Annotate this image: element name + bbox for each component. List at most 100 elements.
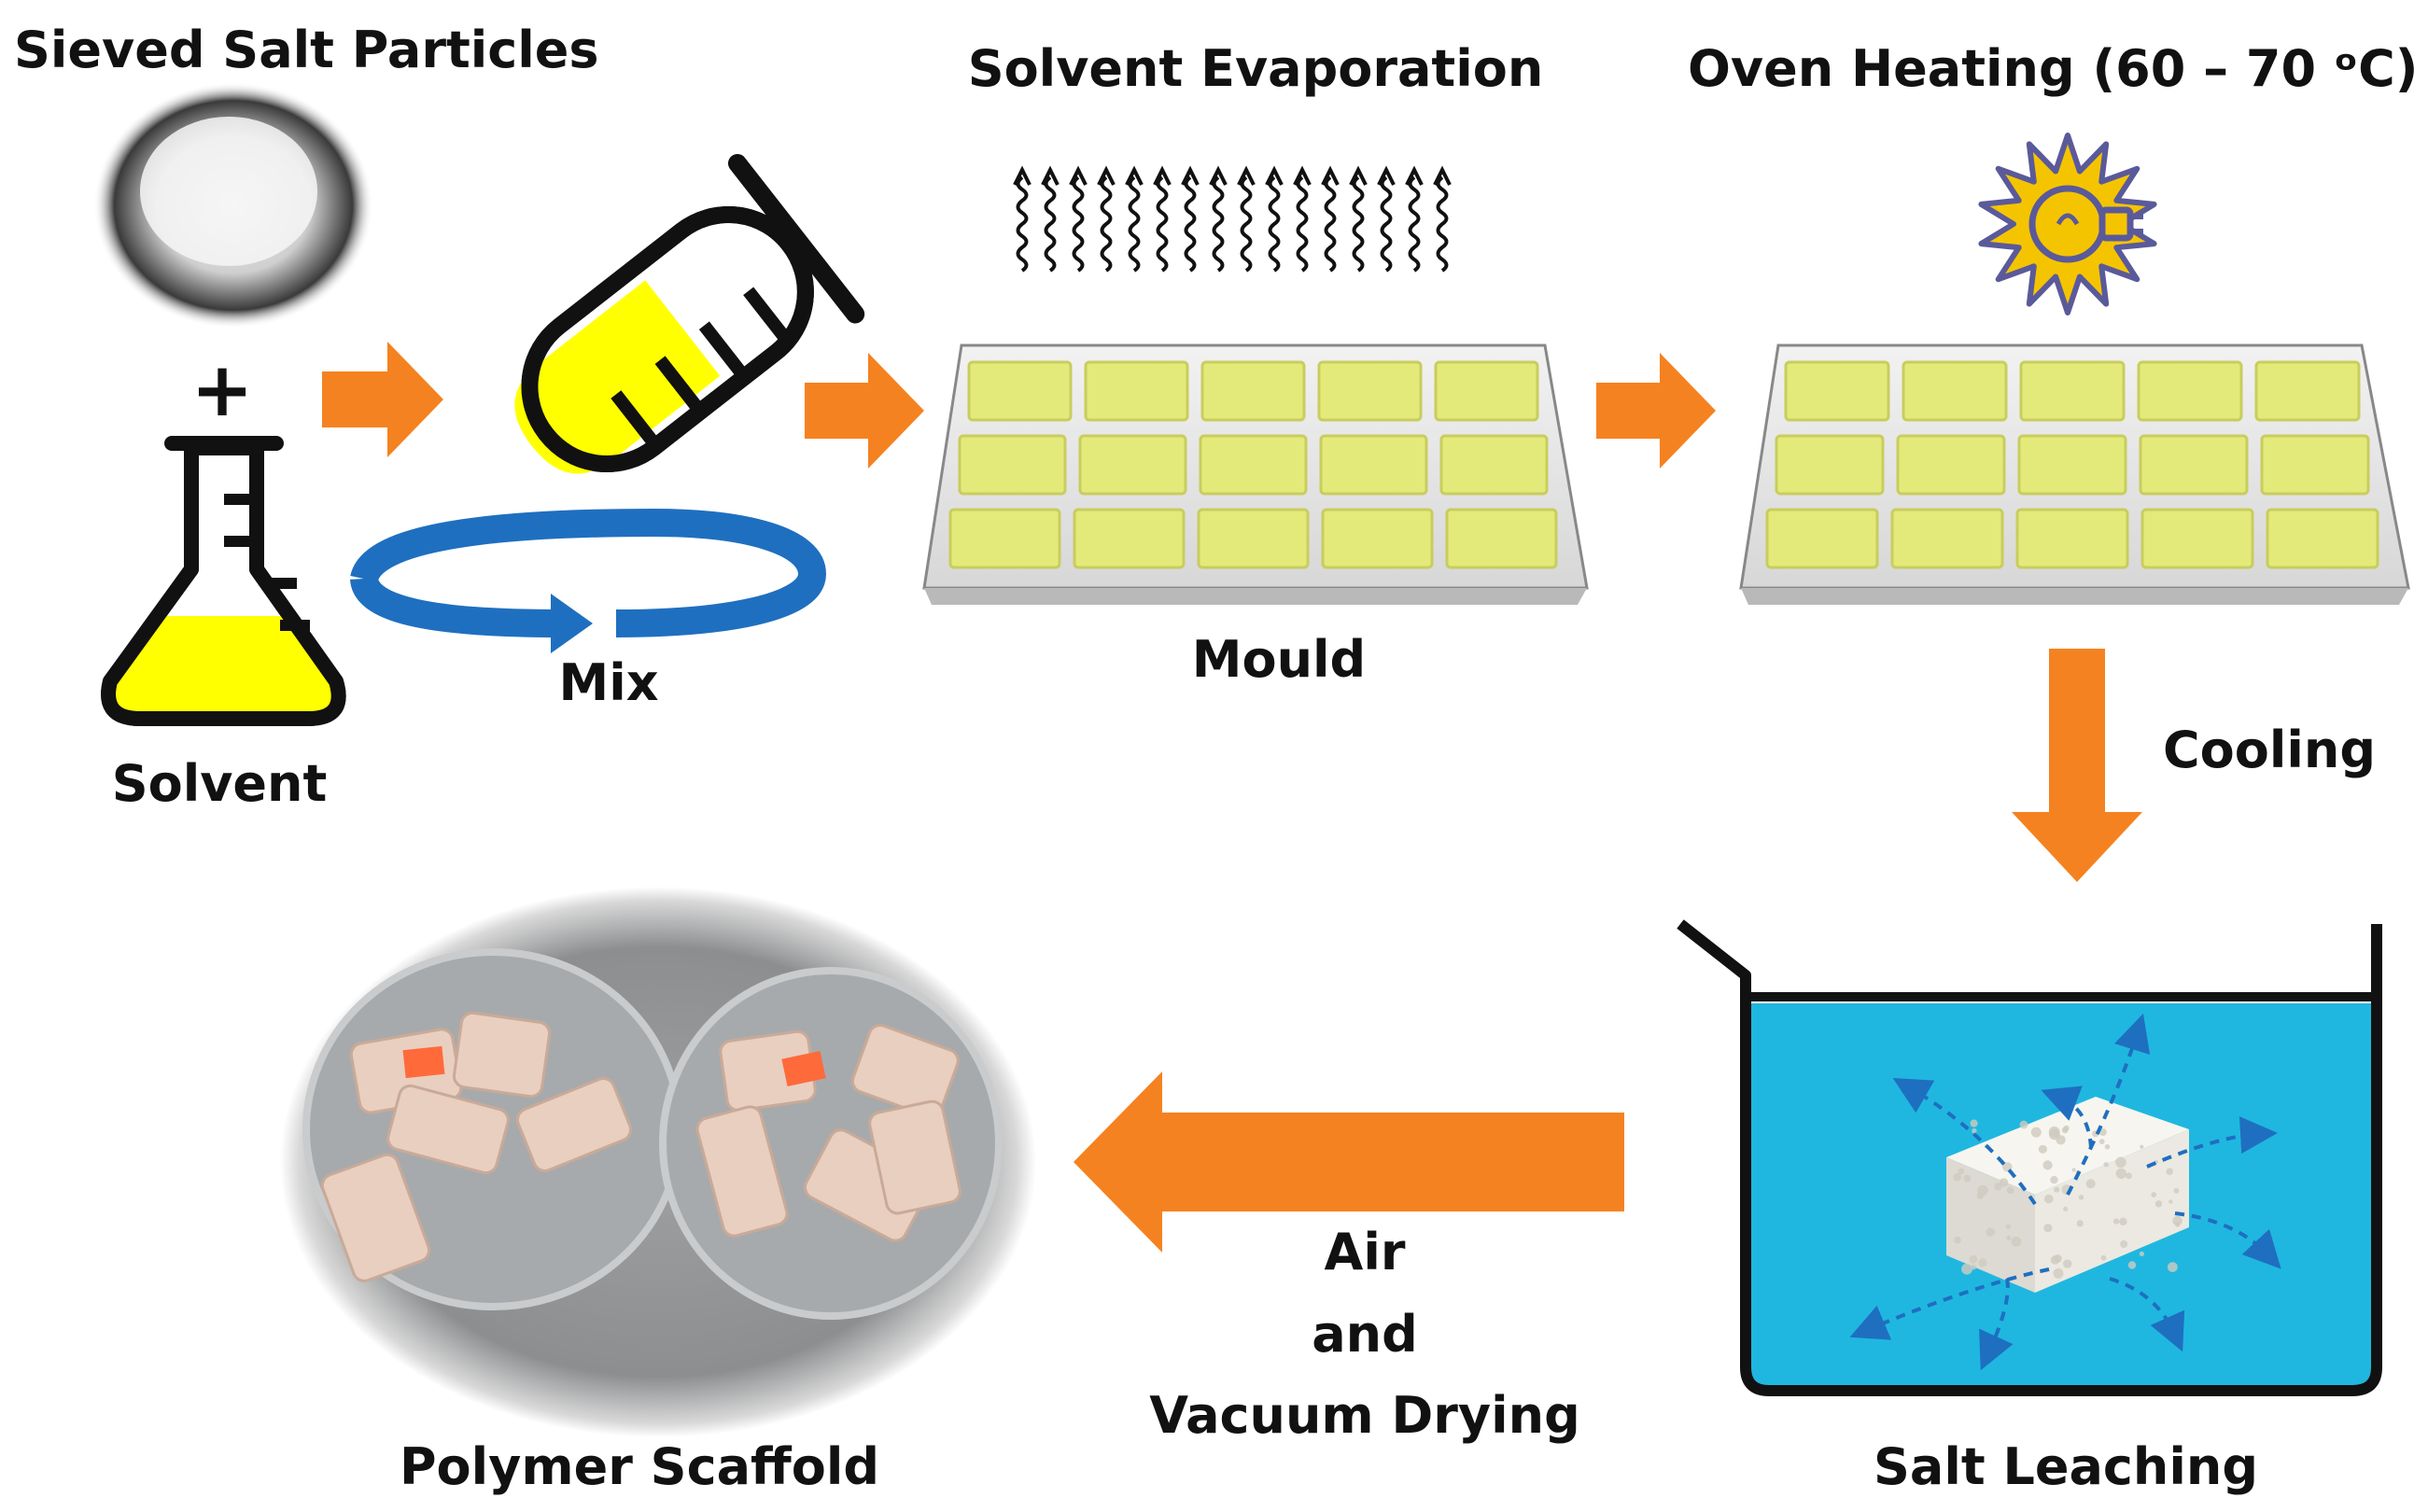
scaffold-pore [1994,1183,2002,1191]
scaffold-pore [2043,1224,2053,1233]
sun-bulb-icon [1978,133,2157,315]
vapor-squiggle [1296,175,1309,273]
scaffold-pore [1999,1178,2009,1187]
scaffold-pore [2172,1215,2182,1226]
scaffold-pore [2168,1199,2173,1204]
scaffold-pore [2113,1218,2120,1225]
vapor-arrowhead [1349,165,1368,186]
vapor-squiggle [1044,175,1057,273]
scaffold-pore [2006,1235,2012,1240]
diffusion-arrow [2066,1013,2151,1196]
scaffold-pore [2063,1206,2069,1211]
mould-cavity [1445,508,1558,569]
flow-arrow-1 [322,342,443,457]
vapor-squiggle-icon [1013,165,1452,273]
scaffold-pore [2044,1194,2054,1204]
mould-cavity [1434,360,1539,422]
scaffold-pore [2030,1127,2042,1138]
heated-mould-cavity [2266,508,2379,569]
vapor-squiggle [1212,175,1225,273]
mould-cavity [1439,434,1549,496]
leaching-label: Salt Leaching [1874,1437,2258,1496]
diffusion-arrow [2146,1116,2278,1169]
vapor-arrowhead [1013,165,1032,186]
scaffold-pore [2063,1259,2072,1268]
salt-pile-photo [93,82,373,329]
flow-arrow-3 [1596,353,1716,469]
scaffold-pore [2120,1240,2128,1248]
scaffold-pore [2103,1162,2109,1168]
mix-label: Mix [558,653,658,712]
vapor-arrowhead [1321,165,1340,186]
scaffold-pore [2175,1222,2181,1227]
scaffold-pore [2098,1128,2107,1136]
heated-mould-cavity [2140,508,2254,569]
mould-cavity [1073,508,1186,569]
rotation-arrow-icon [350,508,826,653]
vapor-arrowhead [1237,165,1256,186]
vapor-arrowhead [1097,165,1116,186]
diffusion-arrows [1849,1013,2281,1371]
scaffold-pore [2019,1120,2028,1129]
scaffold-pore [1963,1174,1972,1183]
mould-cavity [1197,508,1310,569]
heated-mould-cavity [1784,360,1890,422]
oven-label: Oven Heating (60 – 70 ᵒC) [1688,39,2414,98]
scaffold-pore [1954,1236,1961,1244]
scaffold-pore [1961,1263,1972,1275]
vapor-squiggle [1352,175,1365,273]
mould-cavity [1078,434,1187,496]
mould-cavity [967,360,1073,422]
scaffold-pore [1969,1255,1978,1264]
heated-mould-cavity [1896,434,2006,496]
scaffold-pore [1953,1172,1961,1182]
scaffold-pore [2085,1179,2096,1189]
scaffold-pore [2126,1172,2132,1180]
vapor-squiggle [1072,175,1085,273]
vapor-squiggle [1128,175,1141,273]
mould-cavity [1319,434,1428,496]
scaffold-pore [2071,1168,2076,1172]
scaffold-pore [2100,1254,2107,1261]
evaporation-label: Solvent Evaporation [968,39,1544,98]
scaffold-pore [2050,1255,2060,1265]
scaffold-pore [2061,1127,2069,1134]
solvent-label: Solvent [112,754,328,813]
test-tube-icon [514,153,865,474]
petri-dish-photo [280,887,1036,1437]
diffusion-arrow [1892,1078,2037,1206]
scaffold-pore [2104,1143,2111,1150]
mould-cavity [948,508,1061,569]
vapor-arrowhead [1181,165,1200,186]
cooling-arrow [2012,649,2142,882]
scaffold-pore [2127,1261,2137,1269]
drying-arrow [1074,1071,1624,1253]
vapor-arrowhead [1293,165,1312,186]
heated-mould-cavity [1765,508,1879,569]
scaffold-pore [1978,1258,1987,1267]
scaffold-pore [2115,1168,2126,1180]
mould-cavity [1199,434,1308,496]
drying-label-line1: Air [1325,1223,1406,1281]
diffusion-arrow [2174,1211,2281,1269]
cooling-label: Cooling [2163,721,2376,779]
scaffold-pore [2119,1217,2127,1226]
scaffold-pore [2154,1200,2163,1208]
vapor-arrowhead [1153,165,1172,186]
vapor-squiggle [1184,175,1197,273]
scaffold-pore [2140,1144,2144,1149]
scaffold-pore [2038,1144,2047,1154]
diffusion-arrow [2041,1085,2093,1149]
vapor-arrowhead [1125,165,1144,186]
scaffold-pore [2168,1262,2178,1272]
vapor-arrowhead [1209,165,1228,186]
scaffold-pore [2054,1186,2060,1193]
scaffold-label: Polymer Scaffold [400,1437,879,1496]
scaffold-pore [1958,1168,1965,1175]
vapor-arrowhead [1377,165,1396,186]
scaffold-pore [1986,1227,1995,1237]
mould-tray-image [922,343,1589,605]
diffusion-arrow [2109,1277,2185,1352]
vapor-squiggle [1100,175,1113,273]
